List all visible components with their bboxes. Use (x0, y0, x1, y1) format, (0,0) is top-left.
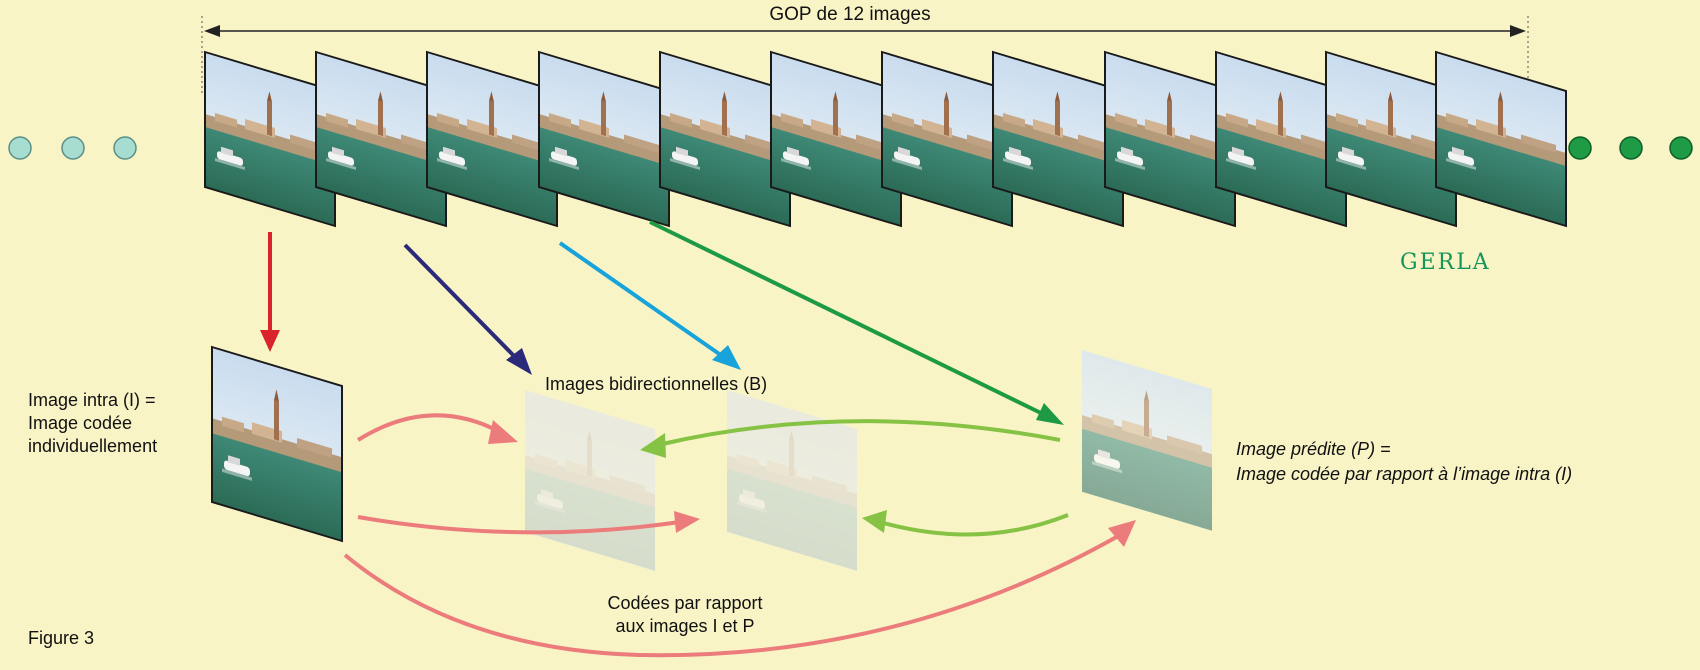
arrow-to-intra (260, 232, 280, 352)
intra-to-b1-arrow (356, 413, 501, 442)
intra-label-line-1: Image intra (I) = (28, 390, 156, 410)
preceding-frames-dots (8, 136, 137, 160)
intra-label-line-2: Image codée (28, 413, 133, 433)
p-frame (1082, 350, 1212, 532)
b-frame-2 (727, 390, 857, 572)
pred-label-line-1: Image prédite (P) = (1236, 439, 1391, 459)
gop-frame-row (204, 50, 1567, 228)
coded-relative-label: Codées par rapport aux images I et P (560, 592, 810, 638)
intra-to-b2-arrowhead (674, 511, 700, 533)
b-frame-1 (525, 390, 655, 572)
intra-frame (211, 345, 343, 543)
gop-frame-4 (538, 50, 670, 228)
bidirectional-label: Images bidirectionnelles (B) (545, 374, 768, 394)
arrow-to-p-frame (649, 220, 1064, 425)
gop-frame-12 (1435, 50, 1567, 228)
predicted-frame-label: Image prédite (P) = Image codée par rapp… (1236, 437, 1572, 487)
gerla-watermark: GERLA (1400, 250, 1491, 275)
intra-to-p-arrow (343, 533, 1121, 658)
p-to-b1-arrowhead (640, 433, 666, 458)
pred-label-line-2: Image codée par rapport à l’image intra … (1236, 464, 1573, 484)
intra-to-b2-arrow (357, 515, 681, 535)
intra-label-line-3: individuellement (28, 436, 158, 456)
arrow-to-b-frame-2 (558, 241, 741, 370)
gop-label: GOP de 12 images (769, 4, 931, 25)
coded-label-line-1: Codées par rapport (607, 593, 763, 613)
coded-label-line-2: aux images I et P (615, 616, 755, 636)
intra-to-b1-arrowhead (488, 420, 518, 444)
p-to-b1-arrow (657, 419, 1061, 447)
intra-frame-label: Image intra (I) = Image codée individuel… (28, 389, 157, 458)
following-frames-dots (1568, 136, 1693, 160)
intra-to-p-arrowhead (1108, 520, 1136, 547)
p-to-b2-arrow (879, 513, 1069, 537)
figure-label: Figure 3 (28, 628, 95, 648)
p-to-b2-arrowhead (862, 510, 887, 533)
arrow-to-b-frame-1 (403, 243, 532, 375)
